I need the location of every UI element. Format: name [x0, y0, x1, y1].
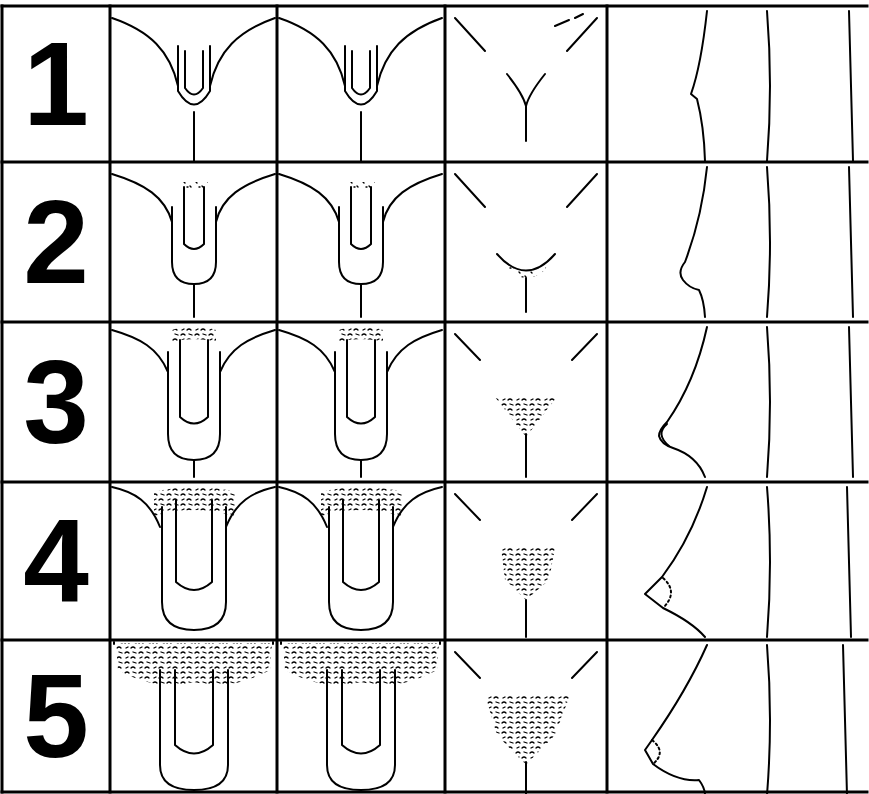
breast-stages	[645, 11, 853, 794]
stage-number: 2	[23, 183, 89, 301]
stage-number-cell: 3	[4, 324, 108, 480]
stage-number: 3	[23, 343, 89, 461]
stage-number-cell: 4	[4, 484, 108, 638]
stage-number: 1	[23, 25, 89, 143]
stage-number: 5	[23, 657, 89, 775]
grid	[2, 6, 867, 792]
female-stages	[455, 14, 597, 794]
stage-number-cell: 5	[4, 642, 108, 790]
stage-number: 4	[23, 502, 89, 620]
stage-number-cell: 1	[4, 8, 108, 160]
stage-number-cell: 2	[4, 164, 108, 320]
